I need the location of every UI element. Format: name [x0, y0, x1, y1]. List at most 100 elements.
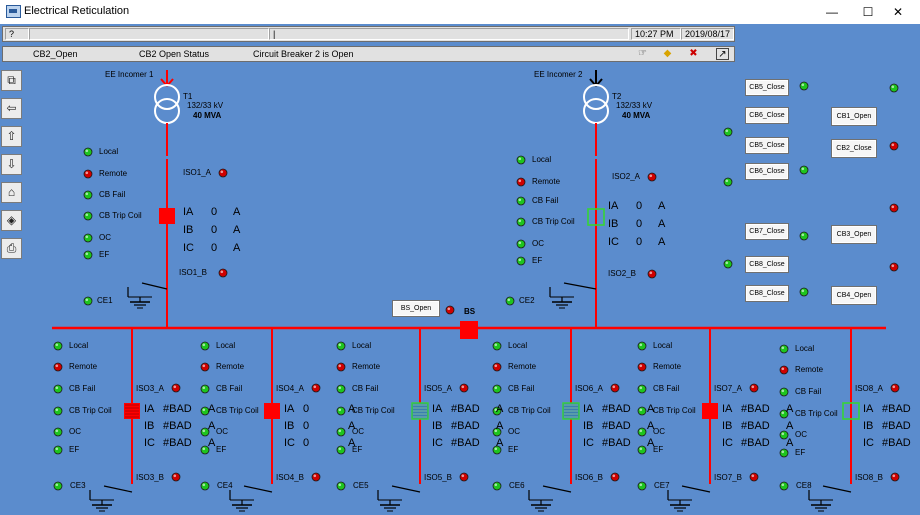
feeder-current-phase: IA [583, 403, 594, 415]
cb-close-button[interactable]: CB8_Close [745, 285, 789, 302]
transformer-name: T2 [612, 92, 622, 101]
cb-control-right-status-shine [891, 85, 895, 89]
cb-open-button[interactable]: CB2_Close [831, 139, 877, 158]
feeder-isolator-b-status [459, 472, 469, 482]
cb-control-status [723, 259, 733, 269]
silence-icon[interactable]: ✖ [689, 48, 698, 59]
feeder-current-unit: A [496, 403, 504, 415]
feeder-indicator-ef [53, 445, 63, 455]
cb-close-button[interactable]: CB7_Close [745, 223, 789, 240]
feeder-breaker[interactable] [264, 403, 280, 419]
current-value: 0 [211, 242, 218, 254]
feeder-current-phase: IC [722, 437, 733, 449]
feeder-isolator-b-label: ISO3_B [136, 473, 165, 482]
cb-control-right-status [889, 83, 899, 93]
indicator-local [83, 147, 93, 157]
indicator-label: EF [532, 256, 543, 265]
cb-close-button[interactable]: CB5_Close [745, 137, 789, 154]
feeder-isolator-a-status [610, 383, 620, 393]
indicator-label: Remote [99, 169, 128, 178]
back-icon[interactable]: ⇦ [1, 98, 22, 119]
maximize-button[interactable]: ☐ [862, 5, 874, 19]
feeder-indicator-cb-trip-coil-shine [55, 408, 59, 412]
close-button[interactable]: ✕ [892, 5, 904, 19]
feeder-earth-status [779, 481, 789, 491]
current-unit: A [233, 242, 241, 254]
cb-close-button[interactable]: CB8_Close [745, 256, 789, 273]
bus-section-breaker[interactable] [460, 321, 478, 339]
bus-section-open-button[interactable]: BS_Open [392, 300, 440, 317]
cb-control-right-status-shine [891, 264, 895, 268]
feeder-isolator-a-status-shine [892, 385, 896, 389]
feeder-indicator-cb-trip-coil [53, 406, 63, 416]
feeder-indicator-cb-fail [200, 384, 210, 394]
warning-icon[interactable]: ◆ [663, 48, 672, 59]
feeder-indicator-remote [779, 365, 789, 375]
feeder-current-value: #BAD [741, 437, 770, 449]
up-icon[interactable]: ⇧ [1, 126, 22, 147]
isolator-a-status-shine [220, 170, 224, 174]
indicator-label: Remote [532, 177, 561, 186]
feeder-indicator-oc-shine [338, 429, 342, 433]
down-icon[interactable]: ⇩ [1, 154, 22, 175]
transformer-rating: 132/33 kV [187, 101, 224, 110]
indicator-label: CB Fail [532, 196, 559, 205]
feeder-current-value: #BAD [741, 420, 770, 432]
feeder-earth-switch-blade [243, 485, 273, 493]
cb-open-button[interactable]: CB1_Open [831, 107, 877, 126]
indicator-remote [516, 177, 526, 187]
feeder-indicator-label: CB Fail [69, 384, 96, 393]
alarm-page-icon[interactable]: ↗ [716, 48, 729, 60]
feeder-breaker[interactable] [702, 403, 718, 419]
feeder-indicator-remote-shine [55, 364, 59, 368]
feeder-current-phase: IC [144, 437, 155, 449]
incomer-breaker[interactable] [587, 208, 605, 226]
indicator-local-shine [85, 149, 89, 153]
feeder-isolator-b-label: ISO4_B [276, 473, 305, 482]
cb-open-button[interactable]: CB3_Open [831, 225, 877, 244]
title-bar: Electrical Reticulation — ☐ ✕ [0, 0, 920, 24]
feeder-indicator-remote-shine [494, 364, 498, 368]
trend-icon[interactable]: ⌂ [1, 182, 22, 203]
help-icon[interactable]: ? [5, 28, 29, 40]
feeder-indicator-remote-shine [639, 364, 643, 368]
cb-close-button[interactable]: CB6_Close [745, 163, 789, 180]
earth-label: CE2 [519, 296, 535, 305]
feeder-isolator-b-status [171, 472, 181, 482]
feeder-isolator-a-status [311, 383, 321, 393]
feeder-current-phase: IB [722, 420, 733, 432]
feeder-indicator-cb-fail [53, 384, 63, 394]
restore-icon[interactable]: ⧉ [1, 70, 22, 91]
minimize-button[interactable]: — [826, 5, 838, 19]
date-readout: 2019/08/17 [681, 28, 734, 40]
feeder-isolator-a-label: ISO5_A [424, 384, 453, 393]
feeder-isolator-a-status [459, 383, 469, 393]
indicator-local-shine [518, 157, 522, 161]
feeder-indicator-label: EF [508, 445, 519, 454]
feeder-breaker[interactable] [842, 402, 860, 420]
feeder-indicator-label: CB Trip Coil [352, 406, 395, 415]
cb-close-button[interactable]: CB6_Close [745, 107, 789, 124]
isolator-b-status-shine [220, 270, 224, 274]
feeder-indicator-label: Remote [508, 362, 537, 371]
current-phase-label: IA [608, 200, 619, 212]
feeder-current-unit: A [647, 437, 655, 449]
feeder-current-unit: A [348, 437, 356, 449]
alarm-icon[interactable]: ◈ [1, 210, 22, 231]
feeder-current-phase: IA [284, 403, 295, 415]
indicator-label: CB Trip Coil [99, 211, 142, 220]
feeder-current-value: 0 [303, 420, 310, 432]
feeder-indicator-cb-fail-shine [639, 386, 643, 390]
feeder-indicator-label: OC [352, 427, 364, 436]
cb-open-button[interactable]: CB4_Open [831, 286, 877, 305]
print-icon[interactable]: ⎙ [1, 238, 22, 259]
feeder-indicator-local-shine [202, 343, 206, 347]
cb-close-button[interactable]: CB5_Close [745, 79, 789, 96]
feeder-earth-status-shine [781, 483, 785, 487]
isolator-a-label: ISO2_A [612, 172, 641, 181]
incomer-breaker[interactable] [159, 208, 175, 224]
acknowledge-icon[interactable]: ☞ [638, 48, 647, 59]
isolator-b-label: ISO2_B [608, 269, 637, 278]
cb-control-status [799, 81, 809, 91]
